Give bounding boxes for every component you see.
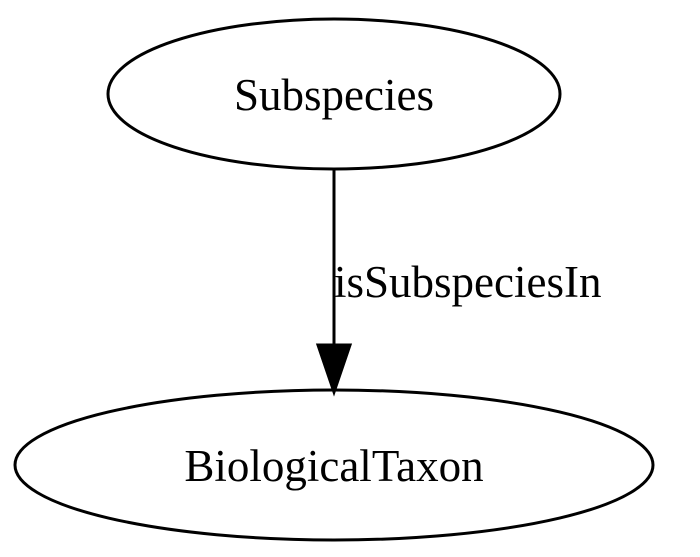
node-subspecies[interactable]: Subspecies [106,17,562,171]
edge-label: isSubspeciesIn [334,257,601,307]
edge-is-subspecies-in: isSubspeciesIn [315,169,601,397]
node-ellipse [13,388,655,542]
node-label: BiologicalTaxon [184,441,483,491]
node-biological-taxon[interactable]: BiologicalTaxon [13,388,655,542]
node-label: Subspecies [234,70,434,120]
arrowhead-icon [315,343,353,397]
